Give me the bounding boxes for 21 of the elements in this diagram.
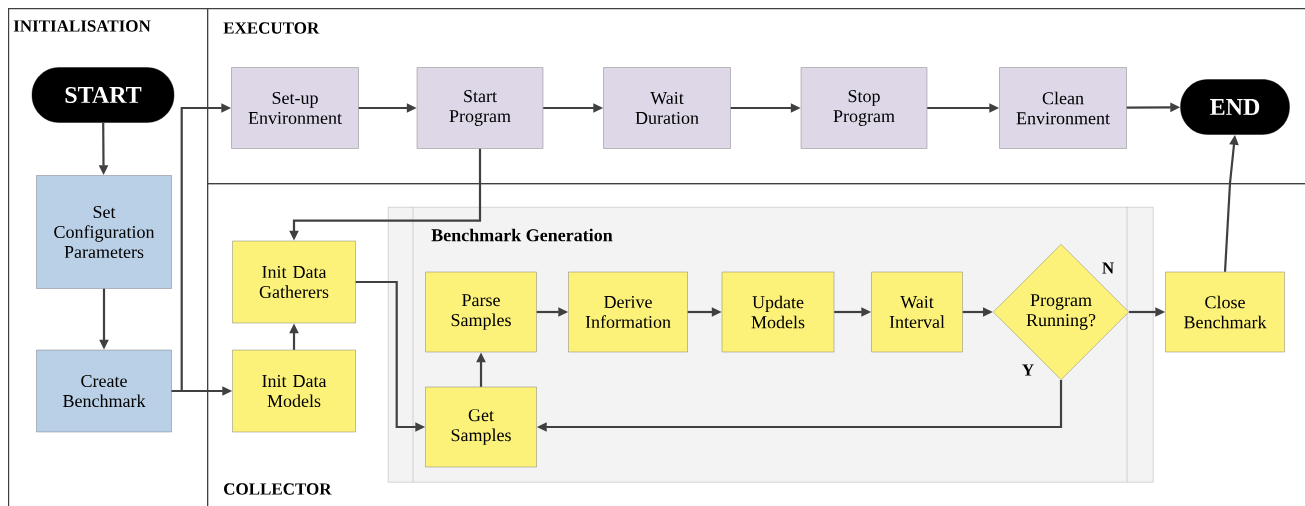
edge-label: N	[1102, 262, 1114, 274]
process-box: Set-up Environment	[231, 67, 359, 149]
lane-title: EXECUTOR	[223, 22, 320, 34]
edge-label: Y	[1022, 364, 1034, 376]
process-box: Get Samples	[425, 386, 537, 468]
process-box: Update Models	[721, 271, 835, 353]
lane-title: INITIALISATION	[13, 20, 151, 32]
process-box: Set Configuration Parameters	[36, 175, 172, 289]
process-box: Stop Program	[800, 67, 928, 149]
process-box: Wait Duration	[603, 67, 731, 149]
process-box: Clean Environment	[999, 67, 1127, 149]
process-box: Derive Information	[568, 271, 688, 353]
process-box: Wait Interval	[871, 271, 963, 353]
process-box: Create Benchmark	[36, 349, 172, 433]
group-title: Benchmark Generation	[431, 228, 613, 242]
process-box: Parse Samples	[425, 271, 537, 353]
process-box: Init Data Models	[232, 349, 356, 433]
process-box: Start Program	[416, 67, 544, 149]
process-box: Close Benchmark	[1165, 271, 1285, 353]
lane-title: COLLECTOR	[224, 483, 332, 495]
process-box: Init Data Gatherers	[232, 240, 356, 324]
